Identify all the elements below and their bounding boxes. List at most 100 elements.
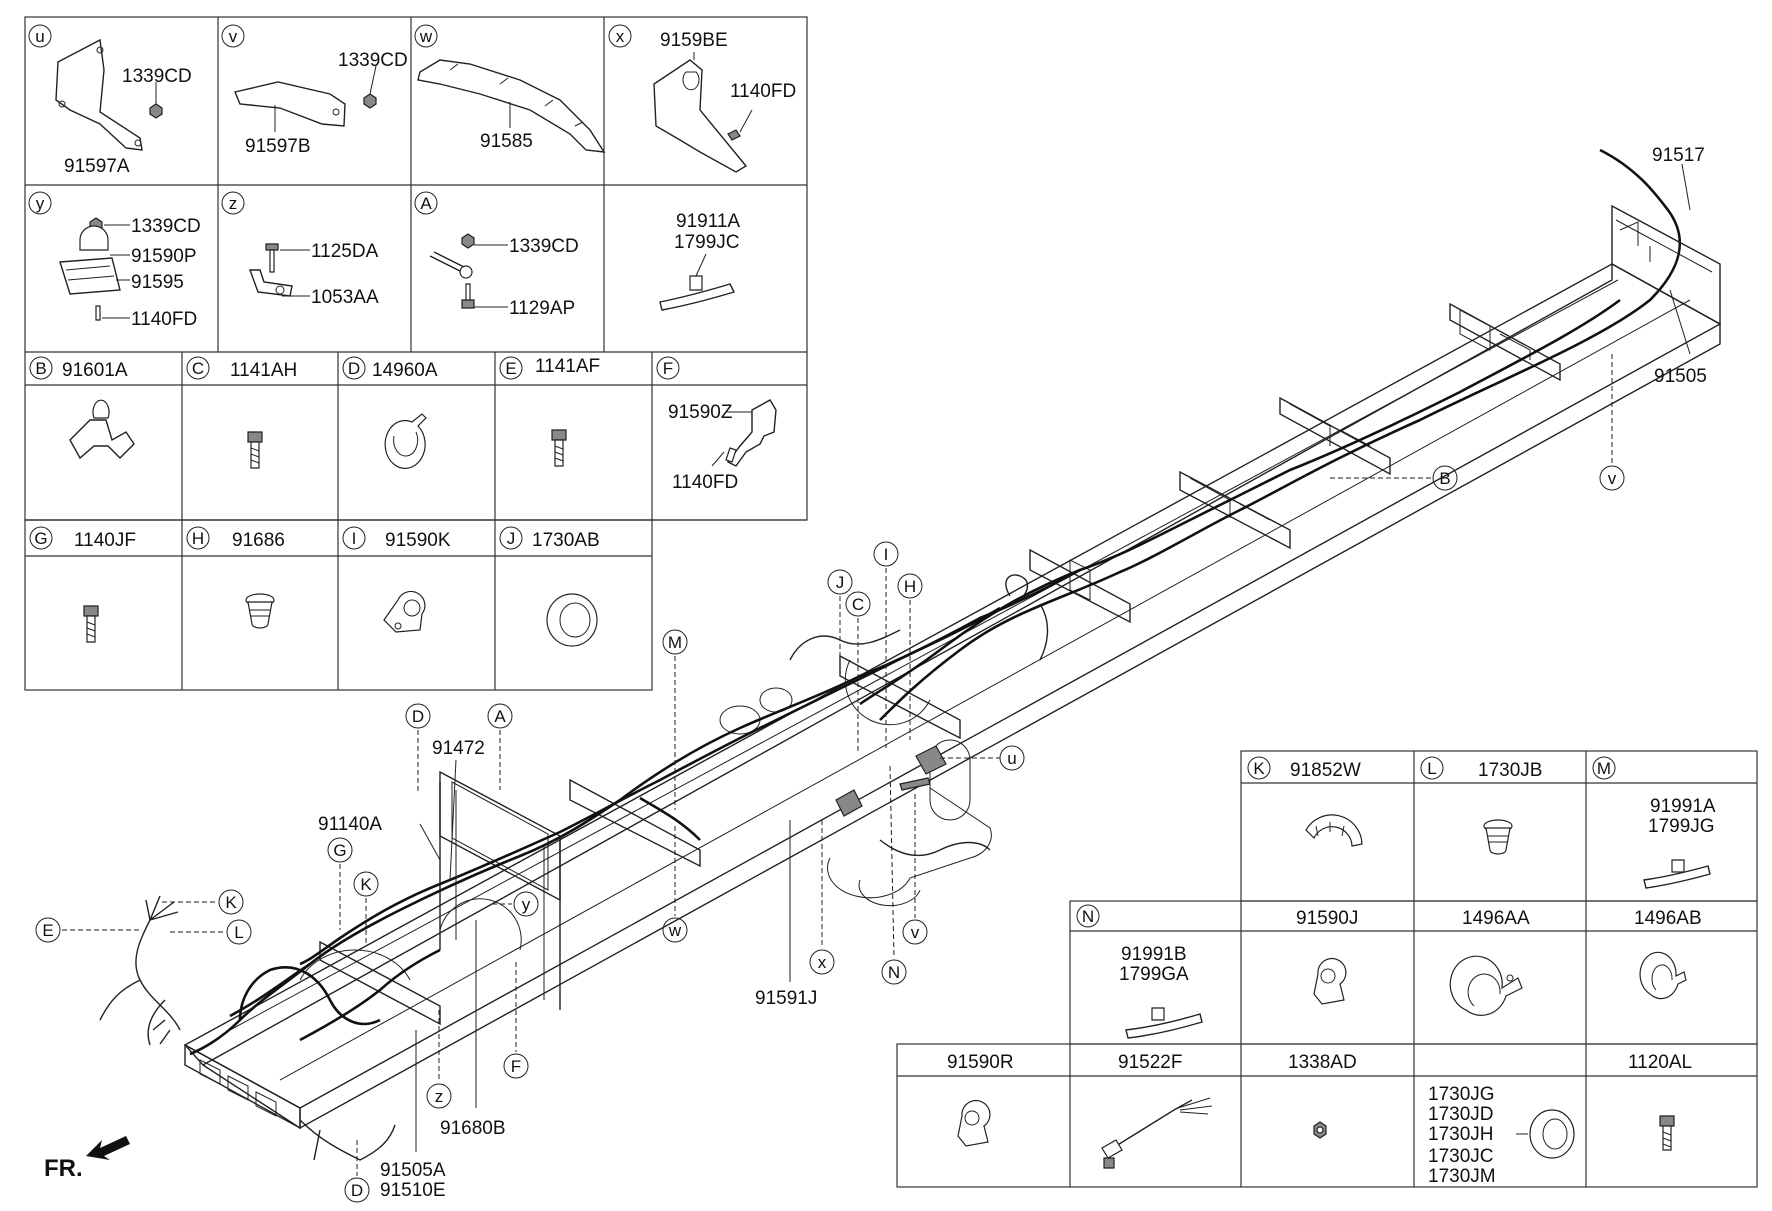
svg-text:1140FD: 1140FD xyxy=(730,81,796,102)
svg-text:G: G xyxy=(333,841,346,860)
svg-text:FR.: FR. xyxy=(44,1155,83,1182)
svg-text:91595: 91595 xyxy=(131,272,184,293)
detail-w: w 91585 xyxy=(414,24,606,153)
svg-text:G: G xyxy=(34,529,47,548)
svg-text:1120AL: 1120AL xyxy=(1628,1052,1692,1073)
svg-text:1730AB: 1730AB xyxy=(532,530,600,551)
svg-text:1730JG: 1730JG xyxy=(1428,1084,1495,1105)
detail-C: C 1141AH xyxy=(186,356,297,469)
svg-text:E: E xyxy=(505,359,516,378)
detail-u: u 1339CD 91597A xyxy=(28,24,192,177)
svg-text:91590Z: 91590Z xyxy=(668,402,733,423)
svg-text:91590P: 91590P xyxy=(131,246,197,267)
svg-text:1496AA: 1496AA xyxy=(1462,908,1530,929)
svg-text:w: w xyxy=(419,27,433,46)
svg-text:1730JC: 1730JC xyxy=(1428,1146,1494,1167)
svg-text:91517: 91517 xyxy=(1652,145,1705,166)
svg-text:91510E: 91510E xyxy=(380,1180,446,1201)
svg-text:B: B xyxy=(1439,469,1450,488)
svg-text:14960A: 14960A xyxy=(372,360,438,381)
svg-text:y: y xyxy=(36,194,45,213)
svg-text:1799GA: 1799GA xyxy=(1119,964,1189,985)
svg-text:91991A: 91991A xyxy=(1650,796,1716,817)
svg-text:M: M xyxy=(668,633,682,652)
detail-v: v 1339CD 91597B xyxy=(221,24,408,157)
svg-text:x: x xyxy=(818,953,827,972)
svg-text:H: H xyxy=(904,577,916,596)
svg-text:91601A: 91601A xyxy=(62,360,128,381)
svg-text:H: H xyxy=(192,529,204,548)
svg-text:u: u xyxy=(1007,749,1016,768)
svg-text:1141AH: 1141AH xyxy=(230,360,297,381)
svg-text:1339CD: 1339CD xyxy=(122,66,192,87)
detail-91522F: 91522F xyxy=(1101,1052,1213,1169)
svg-text:9159BE: 9159BE xyxy=(660,30,728,51)
detail-F: F 91590Z 1140FD xyxy=(656,356,777,493)
svg-text:I: I xyxy=(884,545,889,564)
svg-text:J: J xyxy=(836,573,845,592)
svg-text:91472: 91472 xyxy=(432,738,485,759)
svg-text:91591J: 91591J xyxy=(755,988,817,1009)
detail-cable-tie-1: 91911A 1799JC xyxy=(659,211,740,311)
svg-text:1730JD: 1730JD xyxy=(1428,1104,1494,1125)
svg-text:1339CD: 1339CD xyxy=(338,50,408,71)
svg-text:E: E xyxy=(42,921,53,940)
svg-text:91140A: 91140A xyxy=(318,814,382,835)
front-direction-indicator: FR. xyxy=(44,1136,130,1182)
svg-text:z: z xyxy=(435,1087,444,1106)
svg-text:J: J xyxy=(507,529,516,548)
detail-grid-bottom xyxy=(896,750,1758,1188)
svg-text:1339CD: 1339CD xyxy=(509,236,579,257)
svg-text:v: v xyxy=(229,27,238,46)
detail-J: J 1730AB xyxy=(499,526,600,647)
svg-text:v: v xyxy=(911,923,920,942)
svg-text:I: I xyxy=(352,529,357,548)
svg-text:1799JC: 1799JC xyxy=(674,232,740,253)
main-callouts: 91517 91505 B v u J C I H M w xyxy=(35,145,1707,1203)
svg-text:x: x xyxy=(616,27,625,46)
svg-text:B: B xyxy=(35,359,46,378)
svg-text:F: F xyxy=(663,359,673,378)
svg-text:1053AA: 1053AA xyxy=(311,287,379,308)
svg-text:91590J: 91590J xyxy=(1296,908,1358,929)
detail-1338AD: 1338AD xyxy=(1288,1052,1357,1139)
detail-91590R: 91590R xyxy=(947,1052,1014,1147)
detail-G: G 1140JF xyxy=(29,526,136,643)
detail-z: z 1125DA 1053AA xyxy=(221,191,379,308)
svg-text:F: F xyxy=(511,1057,521,1076)
detail-91590J: 91590J xyxy=(1296,908,1358,1005)
detail-M: M 91991A 1799JG xyxy=(1592,756,1716,889)
svg-text:91686: 91686 xyxy=(232,530,285,551)
detail-1730J-group: 1730JG 1730JD 1730JH 1730JC 1730JM xyxy=(1428,1084,1575,1187)
svg-text:C: C xyxy=(852,595,864,614)
svg-text:1140FD: 1140FD xyxy=(672,472,738,493)
svg-text:1125DA: 1125DA xyxy=(311,241,379,262)
detail-N: N 91991B 1799GA xyxy=(1076,904,1203,1039)
svg-text:C: C xyxy=(192,359,204,378)
svg-text:91991B: 91991B xyxy=(1121,944,1187,965)
svg-text:1140FD: 1140FD xyxy=(131,309,197,330)
svg-text:D: D xyxy=(348,359,360,378)
detail-D: D 14960A xyxy=(342,356,438,469)
detail-grid-top xyxy=(24,16,808,691)
detail-B: B 91601A xyxy=(29,356,135,460)
svg-text:1496AB: 1496AB xyxy=(1634,908,1702,929)
svg-text:v: v xyxy=(1608,469,1617,488)
detail-1496AA: 1496AA xyxy=(1449,908,1530,1016)
svg-text:K: K xyxy=(225,893,237,912)
svg-text:91522F: 91522F xyxy=(1118,1052,1182,1073)
svg-text:1141AF: 1141AF xyxy=(535,356,600,377)
svg-text:91585: 91585 xyxy=(480,131,533,152)
svg-text:91597B: 91597B xyxy=(245,136,311,157)
svg-text:w: w xyxy=(668,921,682,940)
svg-text:L: L xyxy=(234,923,243,942)
detail-1120AL: 1120AL xyxy=(1628,1052,1692,1151)
svg-text:D: D xyxy=(351,1181,363,1200)
svg-text:L: L xyxy=(1427,759,1436,778)
svg-text:1338AD: 1338AD xyxy=(1288,1052,1357,1073)
detail-H: H 91686 xyxy=(186,526,285,629)
svg-text:91590R: 91590R xyxy=(947,1052,1014,1073)
svg-text:91505A: 91505A xyxy=(380,1160,446,1181)
svg-text:1730JB: 1730JB xyxy=(1478,760,1542,781)
